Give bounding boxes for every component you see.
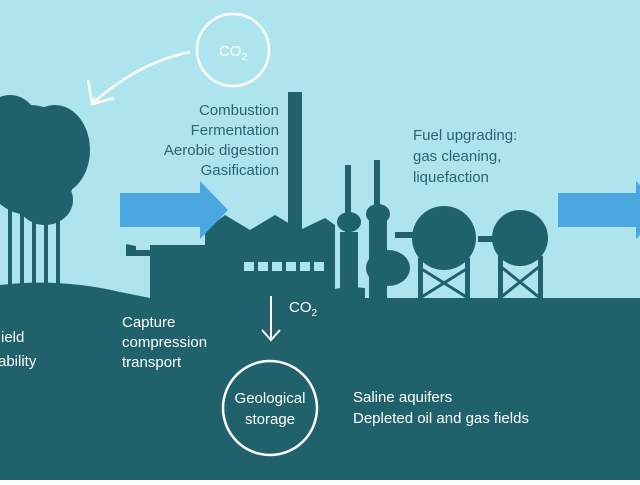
geological-storage-circle xyxy=(221,359,319,457)
capture-line-3: transport xyxy=(122,354,182,371)
storage-label: Geological storage xyxy=(235,390,306,428)
process-list: Combustion Fermentation Aerobic digestio… xyxy=(164,102,279,179)
left-cut-text: ield ability xyxy=(0,329,37,370)
co2-uptake-arrow xyxy=(94,50,191,102)
capture-line-2: compression xyxy=(122,334,207,351)
process-combustion: Combustion xyxy=(199,102,279,119)
process-gasification: Gasification xyxy=(201,162,279,179)
left-cut-line-2: ability xyxy=(0,353,37,370)
capture-line-1: Capture xyxy=(122,314,175,331)
co2-circle-top xyxy=(195,12,271,88)
factory-windows xyxy=(244,262,324,271)
storage-line-2: storage xyxy=(245,411,295,428)
factory-building xyxy=(126,92,335,300)
tree-group xyxy=(0,95,90,290)
co2-down-arrow xyxy=(261,296,281,342)
process-aerobic-digestion: Aerobic digestion xyxy=(164,142,279,159)
process-fermentation: Fermentation xyxy=(191,122,279,139)
storage-types: Saline aquifers Depleted oil and gas fie… xyxy=(353,389,529,427)
storage-type-saline: Saline aquifers xyxy=(353,389,452,406)
co2-down-label: CO2 xyxy=(289,299,318,319)
storage-type-depleted: Depleted oil and gas fields xyxy=(353,410,529,427)
upgrading-list: Fuel upgrading: gas cleaning, liquefacti… xyxy=(413,127,517,186)
input-arrow xyxy=(120,181,228,239)
output-arrow xyxy=(558,181,640,239)
capture-list: Capture compression transport xyxy=(122,314,207,371)
upgrading-line-3: liquefaction xyxy=(413,169,489,186)
storage-spheres xyxy=(412,206,548,300)
co2-top-label: CO2 xyxy=(219,43,248,63)
sphere-bracing xyxy=(419,264,541,300)
upgrading-line-2: gas cleaning, xyxy=(413,148,501,165)
storage-line-1: Geological xyxy=(235,390,306,407)
upgrading-title: Fuel upgrading: xyxy=(413,127,517,144)
hill xyxy=(0,282,160,300)
ground-band xyxy=(0,298,640,480)
co2-uptake-arrowhead xyxy=(86,79,115,106)
left-cut-line-1: ield xyxy=(1,329,24,346)
